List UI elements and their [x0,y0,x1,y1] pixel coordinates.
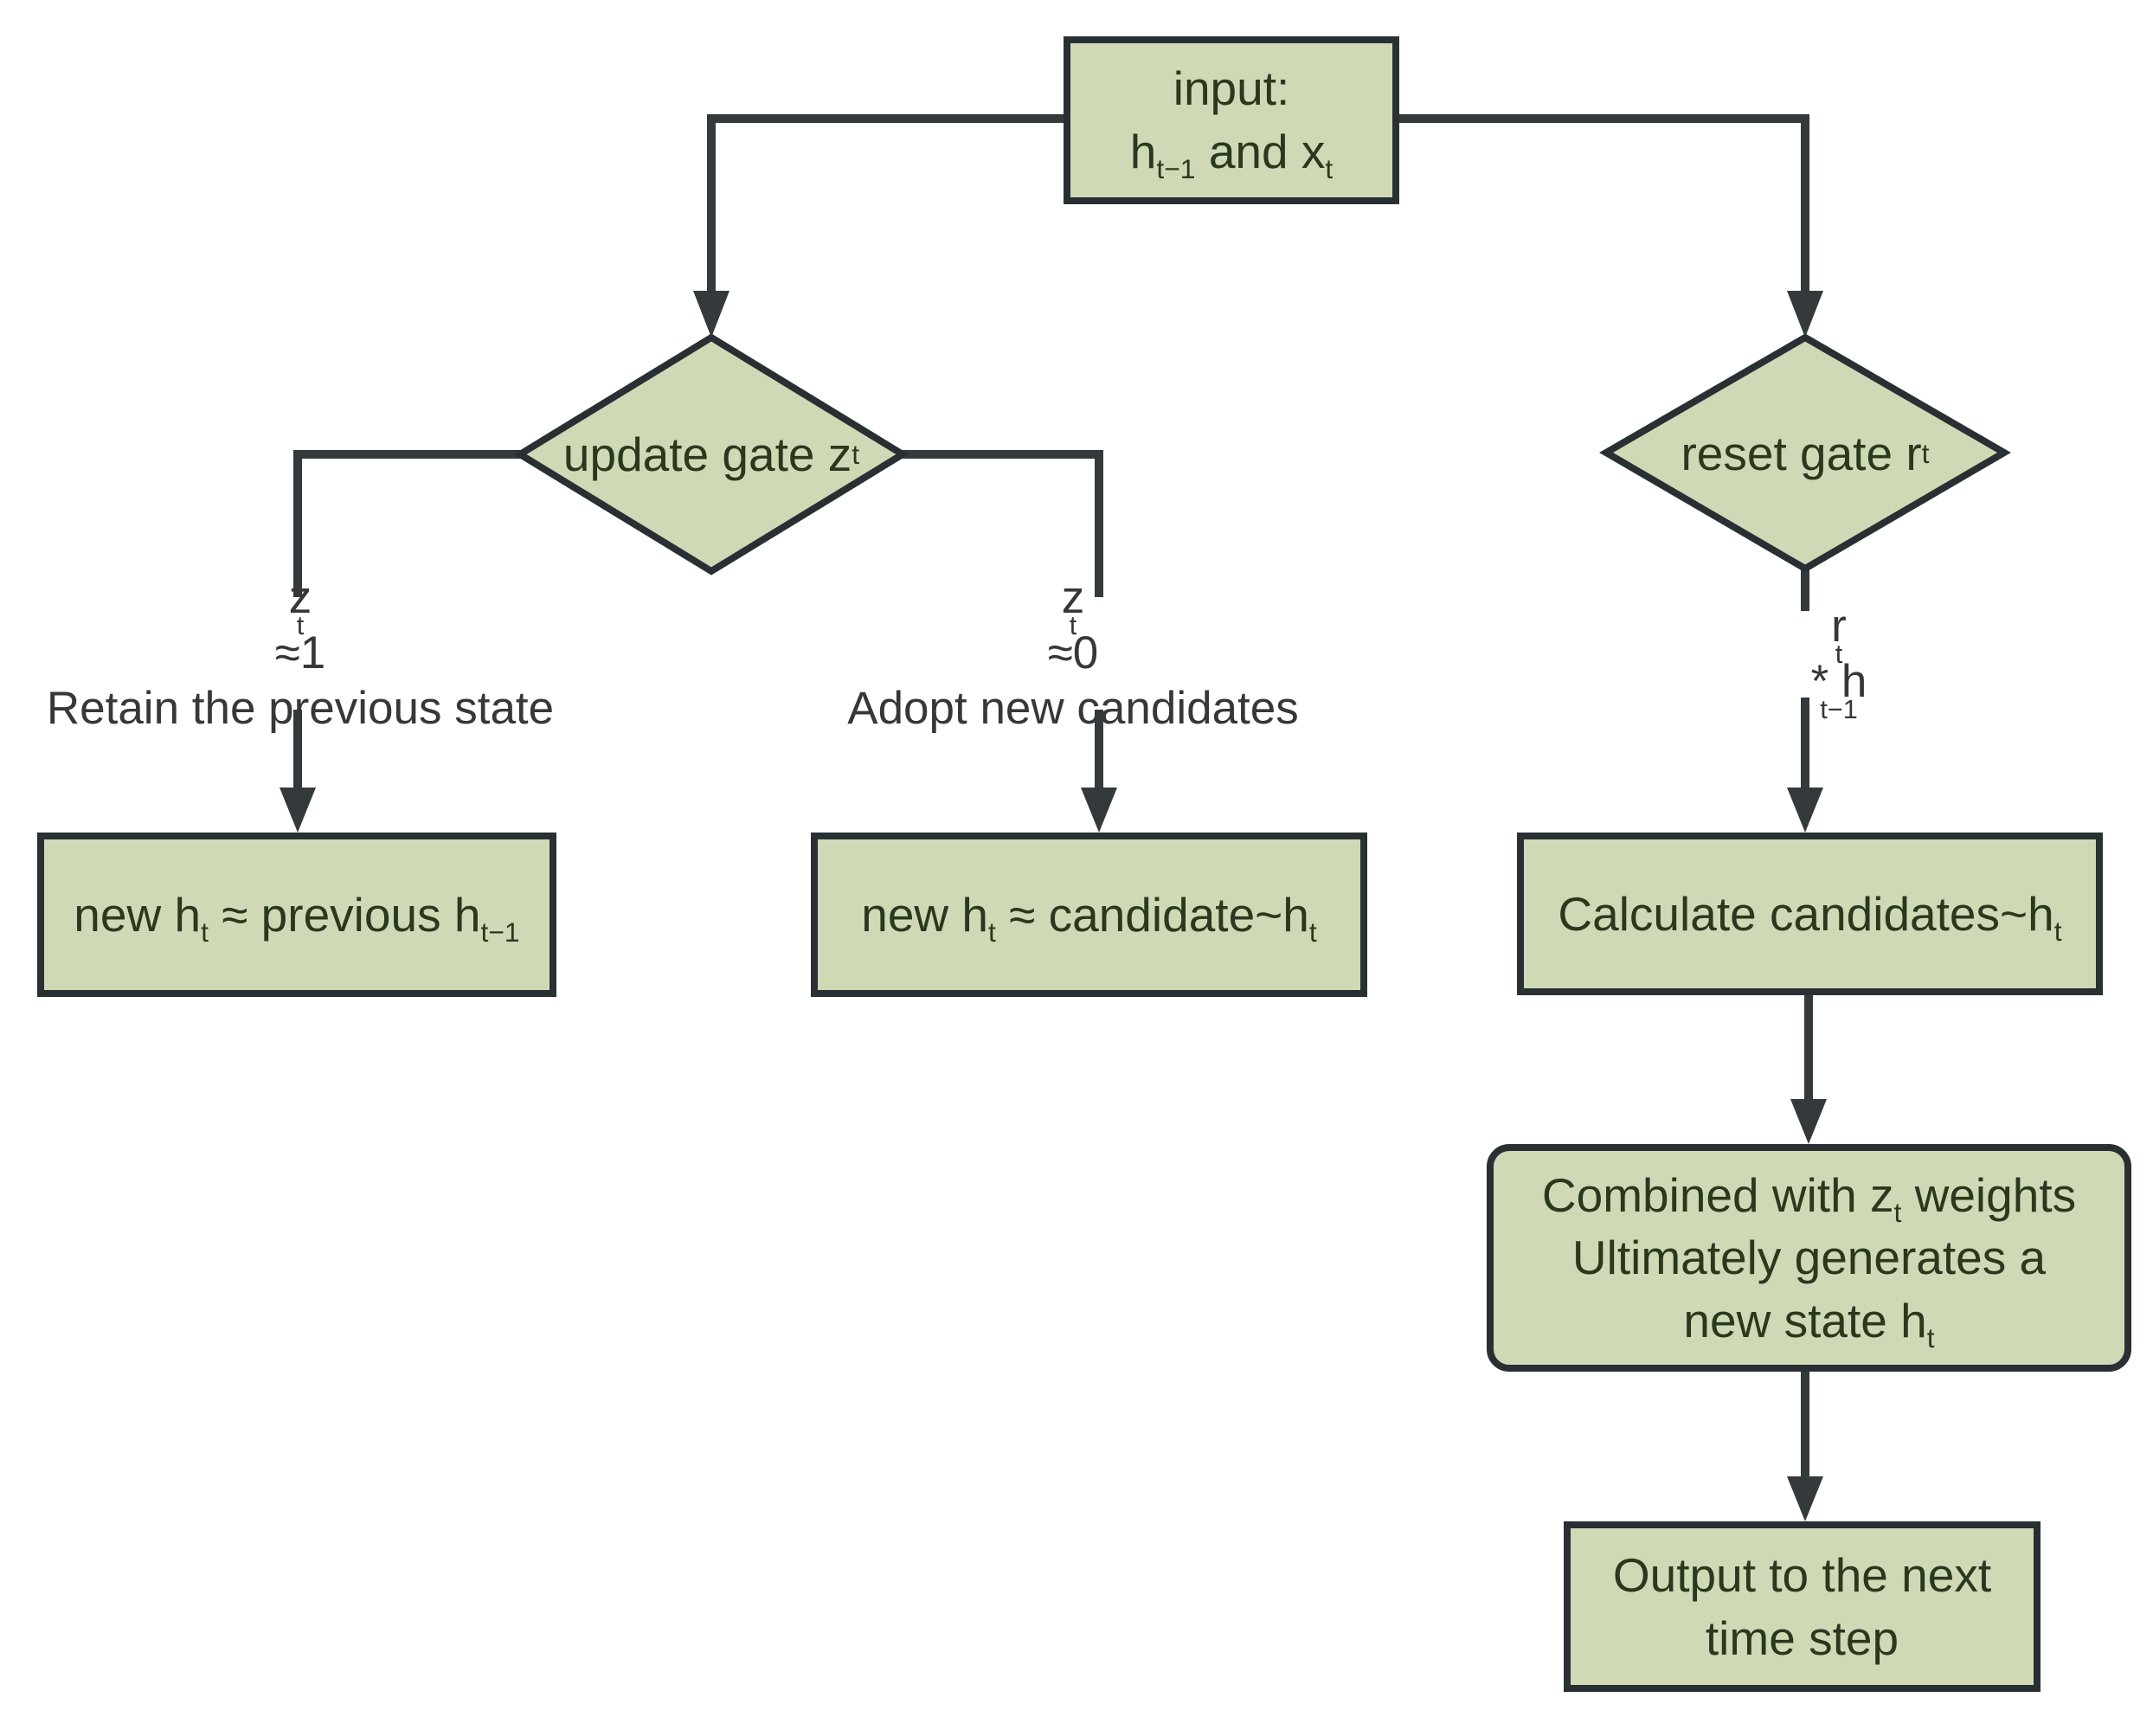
arrowhead-calc-box [1787,788,1823,833]
retain-state-node-text: new ht ≈ previous ht−1 [74,887,520,948]
arrowhead-retain-box [280,788,316,833]
input-node: input:ht−1 and xt [1064,36,1399,204]
connector-input-to-update-gate [707,114,1064,293]
reset-gate-diamond [1599,333,2011,573]
update-gate-diamond [513,333,909,575]
input-node-text: input:ht−1 and xt [1129,61,1334,184]
adopt-candidate-node: new ht ≈ candidate~ht [811,833,1367,997]
calculate-candidates-node: Calculate candidates~ht [1517,833,2103,995]
arrowhead-update-gate [693,291,729,338]
arrowhead-combine-box [1790,1099,1827,1144]
calculate-candidates-node-text: Calculate candidates~ht [1558,886,2062,947]
connector-input-to-reset-gate [1399,114,1809,293]
adopt-candidate-node-text: new ht ≈ candidate~ht [861,887,1317,948]
arrowhead-reset-gate [1787,291,1823,338]
arrowhead-adopt-box [1081,788,1117,833]
retain-state-node: new ht ≈ previous ht−1 [37,833,556,997]
arrowhead-output-box [1787,1476,1823,1521]
